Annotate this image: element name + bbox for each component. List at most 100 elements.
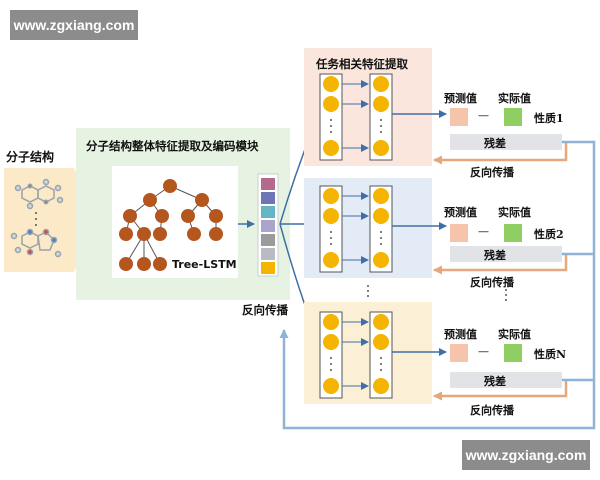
backprop-label-N: 反向传播 (470, 404, 514, 417)
backprop-label: 反向传播 (242, 303, 288, 317)
tree-node (153, 227, 167, 241)
neuron-ellipsis (330, 363, 332, 365)
neuron-ellipsis (380, 119, 382, 121)
neuron (323, 314, 339, 330)
actual-box-2 (504, 224, 522, 242)
backprop-label-1: 反向传播 (470, 166, 514, 179)
actual-box-N (504, 344, 522, 362)
global-backprop-arrow (279, 140, 596, 430)
watermark-top: www.zgxiang.com (10, 10, 138, 40)
property-label-1: 性质1 (534, 112, 564, 125)
actual-box-1 (504, 108, 522, 126)
neuron (323, 208, 339, 224)
residual-box-2 (450, 246, 562, 262)
neuron (323, 378, 339, 394)
predicted-box-1 (450, 108, 468, 126)
local-backprop-arrow-1 (433, 142, 568, 165)
neuron-ellipsis (380, 363, 382, 365)
residual-label-2: 残差 (484, 249, 506, 262)
layer-column (319, 73, 343, 161)
dash-2: — (478, 225, 489, 238)
neuron-ellipsis (380, 243, 382, 245)
neuron-ellipsis (380, 131, 382, 133)
molecule-dots (35, 212, 37, 226)
local-backprop-arrow-2 (433, 254, 568, 275)
neuron-ellipsis (330, 369, 332, 371)
residual-label-N: 残差 (484, 375, 506, 388)
encoder-title: 分子结构整体特征提取及编码模块 (86, 139, 259, 153)
actual-label-1: 实际值 (498, 92, 531, 105)
backprop-label-2: 反向传播 (470, 276, 514, 289)
feature-vector (261, 178, 275, 274)
neuron (323, 140, 339, 156)
layer-column (369, 185, 393, 273)
neuron (373, 96, 389, 112)
neuron-ellipsis (380, 125, 382, 127)
dash-N: — (478, 345, 489, 358)
neuron (373, 188, 389, 204)
neuron-ellipsis (330, 119, 332, 121)
tree-node (137, 257, 151, 271)
layer-column (319, 311, 343, 399)
property-label-N: 性质N (534, 348, 567, 361)
feature-vector-cell (261, 234, 275, 246)
tree-node (187, 227, 201, 241)
neuron (323, 76, 339, 92)
residual-box-1 (450, 134, 562, 150)
task-extraction-title: 任务相关特征提取 (316, 57, 408, 71)
task-layers (319, 73, 393, 399)
feature-vector-cell (261, 206, 275, 218)
tree-node (119, 227, 133, 241)
neuron (373, 334, 389, 350)
predicted-label-2: 预测值 (444, 206, 477, 219)
neuron-ellipsis (330, 237, 332, 239)
layer-column (369, 311, 393, 399)
vertical-ellipsis (367, 285, 507, 301)
neuron-ellipsis (330, 357, 332, 359)
neuron-ellipsis (330, 243, 332, 245)
predicted-label-N: 预测值 (444, 328, 477, 341)
molecule-bottom-image (10, 228, 62, 258)
molecule-top-image (14, 178, 64, 210)
predicted-box-2 (450, 224, 468, 242)
neuron-ellipsis (380, 357, 382, 359)
output-arrows (392, 110, 447, 356)
neuron (373, 76, 389, 92)
neuron-ellipsis (380, 369, 382, 371)
neuron (373, 252, 389, 268)
neuron (323, 96, 339, 112)
actual-label-2: 实际值 (498, 206, 531, 219)
neuron (373, 314, 389, 330)
feature-vector-cell (261, 220, 275, 232)
actual-label-N: 实际值 (498, 328, 531, 341)
property-label-2: 性质2 (534, 228, 564, 241)
neuron (373, 140, 389, 156)
feature-vector-cell (261, 248, 275, 260)
tree-node (209, 227, 223, 241)
neuron (323, 334, 339, 350)
tree-node (119, 257, 133, 271)
neuron (323, 252, 339, 268)
tree-node (195, 193, 209, 207)
tree-node (143, 193, 157, 207)
tree-node (123, 209, 137, 223)
neuron-ellipsis (330, 125, 332, 127)
residual-box-N (450, 372, 562, 388)
local-backprop-arrow-N (433, 380, 568, 401)
neuron-ellipsis (330, 231, 332, 233)
feature-vector-cell (261, 262, 275, 274)
residual-label-1: 残差 (484, 137, 506, 150)
tree-node (181, 209, 195, 223)
predicted-box-N (450, 344, 468, 362)
dash-1: — (478, 109, 489, 122)
neuron-ellipsis (380, 231, 382, 233)
feature-vector-cell (261, 192, 275, 204)
layer-column (369, 73, 393, 161)
tree-node (155, 209, 169, 223)
model-label: Tree-LSTM (172, 258, 237, 271)
input-label: 分子结构 (6, 150, 55, 164)
neuron-ellipsis (330, 131, 332, 133)
tree-node (137, 227, 151, 241)
